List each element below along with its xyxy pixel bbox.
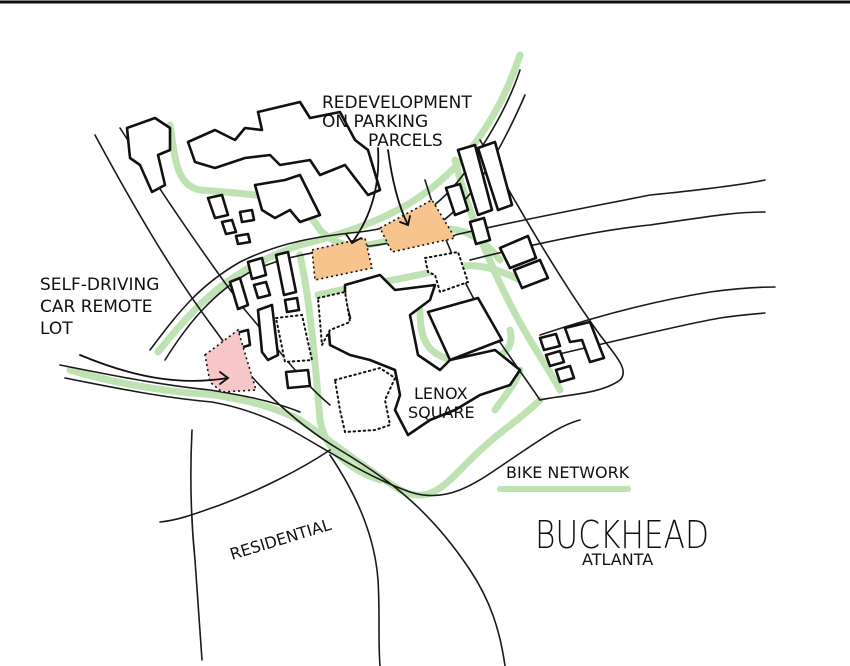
parking-parcel-lenox-north — [423, 250, 470, 294]
building-north-small-3 — [238, 208, 256, 224]
leader-arrows — [79, 147, 411, 385]
building-north-mid — [253, 173, 322, 224]
building-west-5 — [283, 296, 301, 314]
map-title: BUCKHEAD ATLANTA — [535, 513, 709, 569]
building-east-6 — [512, 258, 550, 290]
redevelopment-parcel-west — [311, 237, 373, 281]
leader-redevelopment-west — [351, 147, 380, 244]
building-east-8 — [544, 349, 566, 368]
building-west-6 — [256, 303, 280, 362]
building-north-small-2 — [220, 218, 238, 236]
building-east-5 — [498, 234, 538, 270]
legend-bike-network-label: BIKE NETWORK — [506, 463, 630, 482]
bike-route-northeast — [154, 51, 524, 356]
road-east-1 — [454, 179, 766, 236]
building-west-1 — [228, 276, 250, 311]
arrowhead-remote-lot — [219, 371, 230, 385]
building-nw-tall — [125, 116, 172, 194]
lenox-label-line-2: SQUARE — [408, 403, 475, 422]
leader-redevelopment-east — [387, 149, 409, 226]
title-atlanta: ATLANTA — [582, 550, 653, 569]
road-diagonal-west — [94, 134, 506, 666]
bike-route-east — [451, 156, 564, 394]
building-east-1 — [456, 143, 494, 217]
road-east-3 — [539, 286, 776, 336]
road-south-west — [59, 364, 301, 413]
buildings — [125, 100, 606, 437]
road-south-vert-1 — [189, 429, 203, 661]
residential-label: RESIDENTIAL — [228, 515, 334, 564]
arrowhead-redevelopment-east — [399, 215, 411, 227]
building-west-3 — [252, 280, 272, 300]
title-buckhead: BUCKHEAD — [535, 513, 709, 557]
parking-parcel-south — [333, 366, 397, 434]
arrowhead-redevelopment-west — [345, 233, 362, 245]
building-north-large — [186, 100, 382, 197]
road-south-branch — [159, 449, 331, 523]
building-north-small-1 — [206, 193, 230, 220]
parking-parcel-central — [316, 290, 352, 349]
road-south-west-2 — [64, 377, 581, 497]
redevelopment-label-line-1: REDEVELOPMENT — [322, 93, 472, 113]
building-east-10 — [563, 320, 606, 364]
road-east-loop — [479, 139, 624, 401]
leader-remote-lot — [79, 354, 229, 382]
redevelopment-parcel-east — [378, 198, 457, 253]
building-west-7 — [284, 368, 312, 390]
lenox-label: LENOX SQUARE — [408, 384, 475, 422]
bike-route-central — [296, 251, 384, 484]
self-driving-label-line-1: SELF-DRIVING — [40, 275, 159, 295]
self-driving-label-line-3: LOT — [40, 319, 73, 339]
lenox-inner-block — [426, 296, 504, 362]
road-east-4 — [554, 312, 766, 356]
building-north-small-4 — [234, 232, 252, 246]
building-east-3 — [444, 182, 470, 217]
parking-parcels — [274, 250, 470, 434]
redevelopment-parcels — [311, 198, 457, 281]
building-east-9 — [554, 364, 576, 384]
redevelopment-label-line-3: PARCELS — [368, 131, 443, 151]
building-east-4 — [468, 216, 492, 246]
lenox-label-line-1: LENOX — [414, 384, 468, 403]
self-driving-label-line-2: CAR REMOTE — [40, 297, 152, 317]
redevelopment-label: REDEVELOPMENT ON PARKING PARCELS — [322, 93, 472, 151]
bike-route-west — [66, 366, 544, 499]
building-west-4 — [274, 250, 298, 297]
road-south-vert-2 — [329, 454, 381, 666]
parking-parcel-west — [274, 313, 314, 364]
building-east-2 — [476, 140, 514, 212]
building-west-2 — [246, 256, 268, 281]
self-driving-remote-lot — [204, 328, 258, 393]
self-driving-label: SELF-DRIVING CAR REMOTE LOT — [40, 275, 159, 339]
redevelopment-label-line-2: ON PARKING — [322, 112, 428, 132]
building-east-7 — [538, 332, 562, 352]
legend-bike-network: BIKE NETWORK — [497, 463, 631, 492]
lenox-square-building — [326, 273, 522, 437]
